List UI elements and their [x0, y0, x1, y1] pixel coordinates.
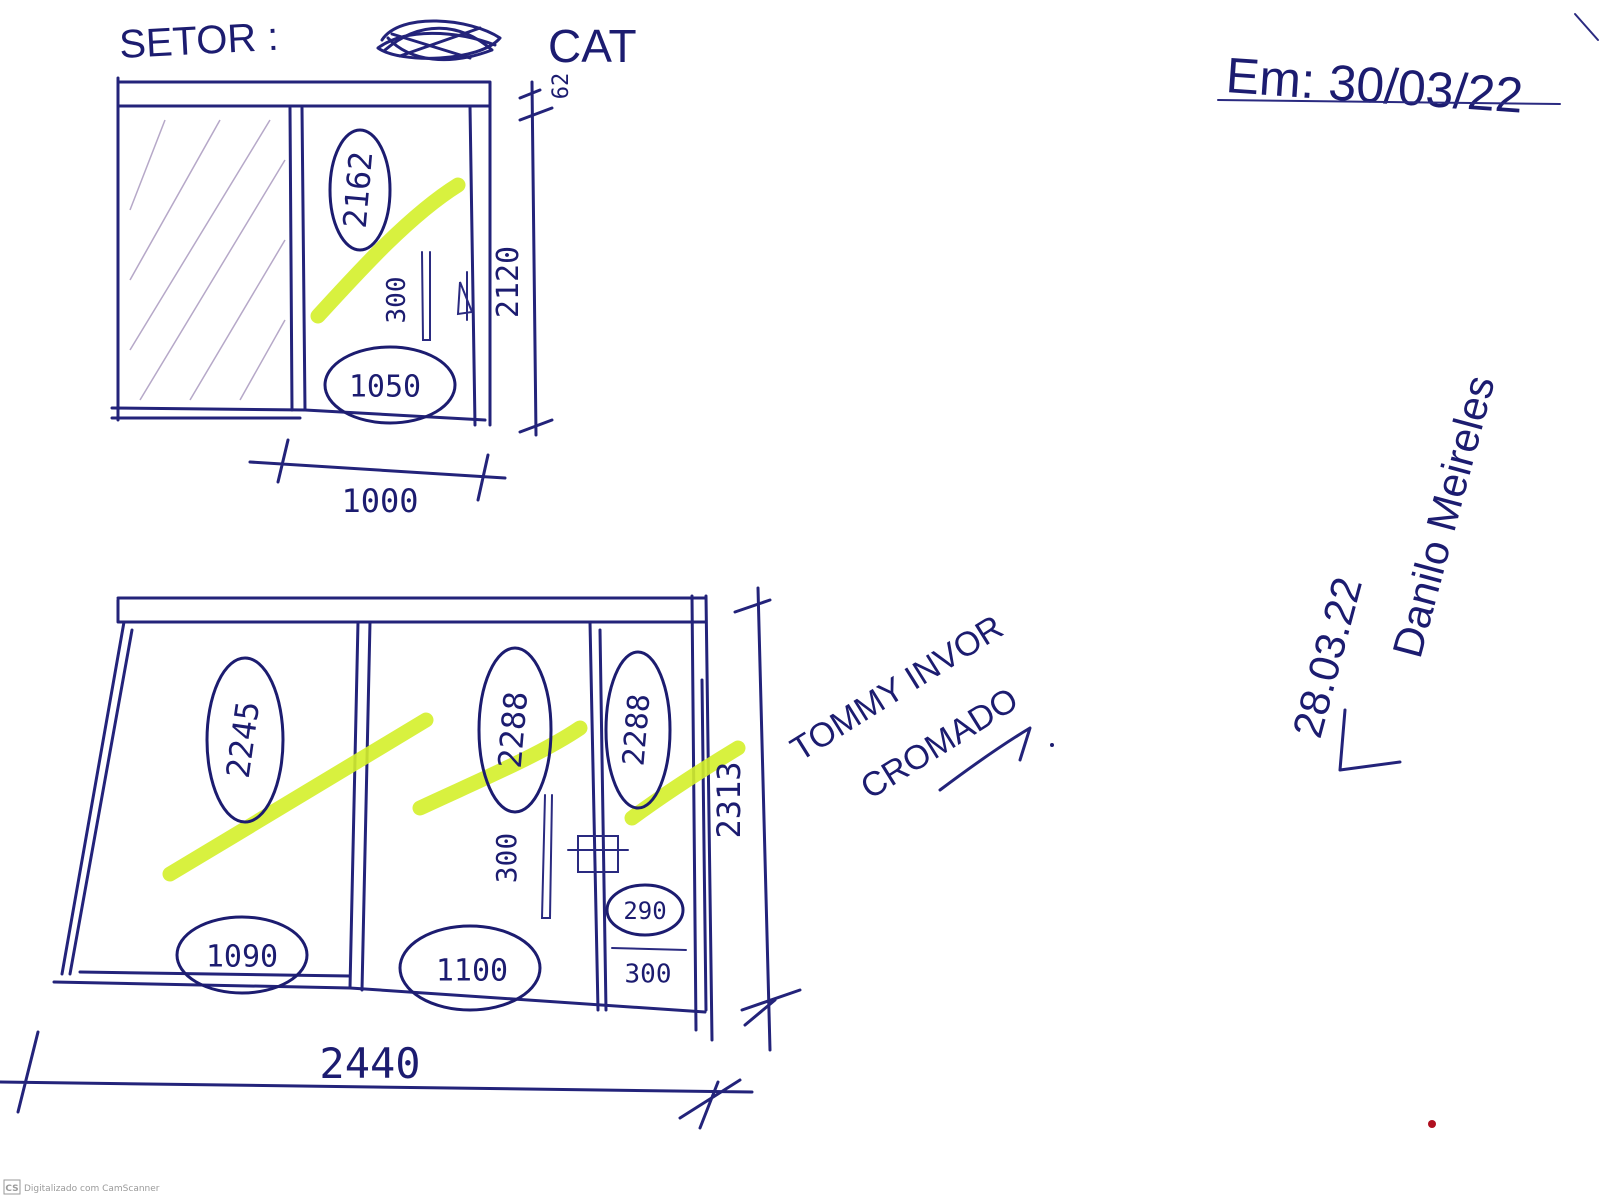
signature-date: 28.03.22 [1283, 572, 1371, 742]
highlight-right [624, 740, 746, 826]
oval-panel-left [205, 656, 285, 824]
material-line-1: TOMMY INVOR [784, 608, 1010, 769]
oval-panel-right [604, 650, 672, 810]
setor-value: CAT [548, 20, 637, 72]
scanner-text: Digitalizado com CamScanner [24, 1184, 160, 1194]
oval-bottom-right [605, 883, 685, 937]
oval-bottom-mid [398, 924, 542, 1012]
scribbled-out-word [376, 19, 502, 62]
overall-height-text: 2120 [491, 246, 526, 318]
bottom-frame-right [690, 594, 714, 1042]
material-note: TOMMY INVOR CROMADO [784, 608, 1054, 807]
fixed-panel-hatch [129, 119, 286, 401]
lock-mark [456, 271, 474, 321]
dim-vertical-top [518, 80, 554, 437]
glass-highlight [310, 177, 466, 324]
dim-horizontal-bottom [0, 1030, 754, 1130]
bottom-frame-top [116, 596, 708, 624]
lock-mark-bottom [567, 835, 629, 873]
scanner-logo: CS [5, 1184, 18, 1194]
dim-vertical-bottom [733, 586, 802, 1052]
handle-height-text: 300 [382, 277, 412, 324]
signature-name: Danilo Meireles [1383, 371, 1503, 663]
panel-left-code: 2245 [219, 699, 267, 781]
top-divider [288, 106, 307, 412]
bottom-frame-left [60, 620, 134, 976]
bottom-left-code: 1090 [206, 940, 278, 975]
setor-label: SETOR : [118, 15, 279, 67]
handle-bar-bottom [540, 794, 553, 919]
panel-code-text: 2162 [336, 150, 381, 230]
panel-mid-code: 2288 [491, 690, 536, 770]
bottom-right-code-a: 290 [623, 897, 666, 925]
oval-bottom-left [175, 915, 309, 995]
highlight-left [162, 712, 434, 882]
oval-height-code [323, 345, 457, 425]
width-text: 1000 [341, 482, 418, 520]
oval-panel-code [328, 128, 392, 252]
bottom-right-code-b: 300 [625, 960, 672, 990]
material-arrow [938, 726, 1032, 792]
height-code-text: 1050 [349, 370, 421, 405]
bottom-mid-code: 1100 [436, 954, 508, 989]
overall-height-bottom: 2313 [710, 761, 748, 838]
red-dot [1428, 1120, 1436, 1128]
handle-bar [421, 251, 431, 341]
handle-height-bottom: 300 [490, 833, 523, 884]
signature-mark [1338, 708, 1402, 772]
bottom-divider-1 [348, 620, 372, 992]
drawing-bottom: 2245 2288 2288 1090 1100 290 300 300 231… [0, 586, 802, 1130]
signature: 28.03.22 Danilo Meireles [1283, 371, 1504, 772]
top-margin-text: 62 [549, 73, 574, 100]
date-label: Em: 30/03/22 [1224, 47, 1525, 124]
corner-mark [1574, 13, 1599, 41]
oval-panel-mid [477, 646, 553, 814]
overall-width-bottom: 2440 [319, 1039, 420, 1088]
panel-right-code: 2288 [616, 692, 657, 767]
scanner-footer: CS Digitalizado com CamScanner [3, 1179, 160, 1195]
bottom-divider-2 [588, 620, 608, 1012]
dim-horizontal-top [248, 438, 507, 502]
top-frame [116, 76, 492, 427]
date-underline [1217, 99, 1561, 105]
highlight-mid [412, 720, 588, 816]
drawing-top: 2162 1050 300 2120 62 1000 [110, 73, 574, 520]
